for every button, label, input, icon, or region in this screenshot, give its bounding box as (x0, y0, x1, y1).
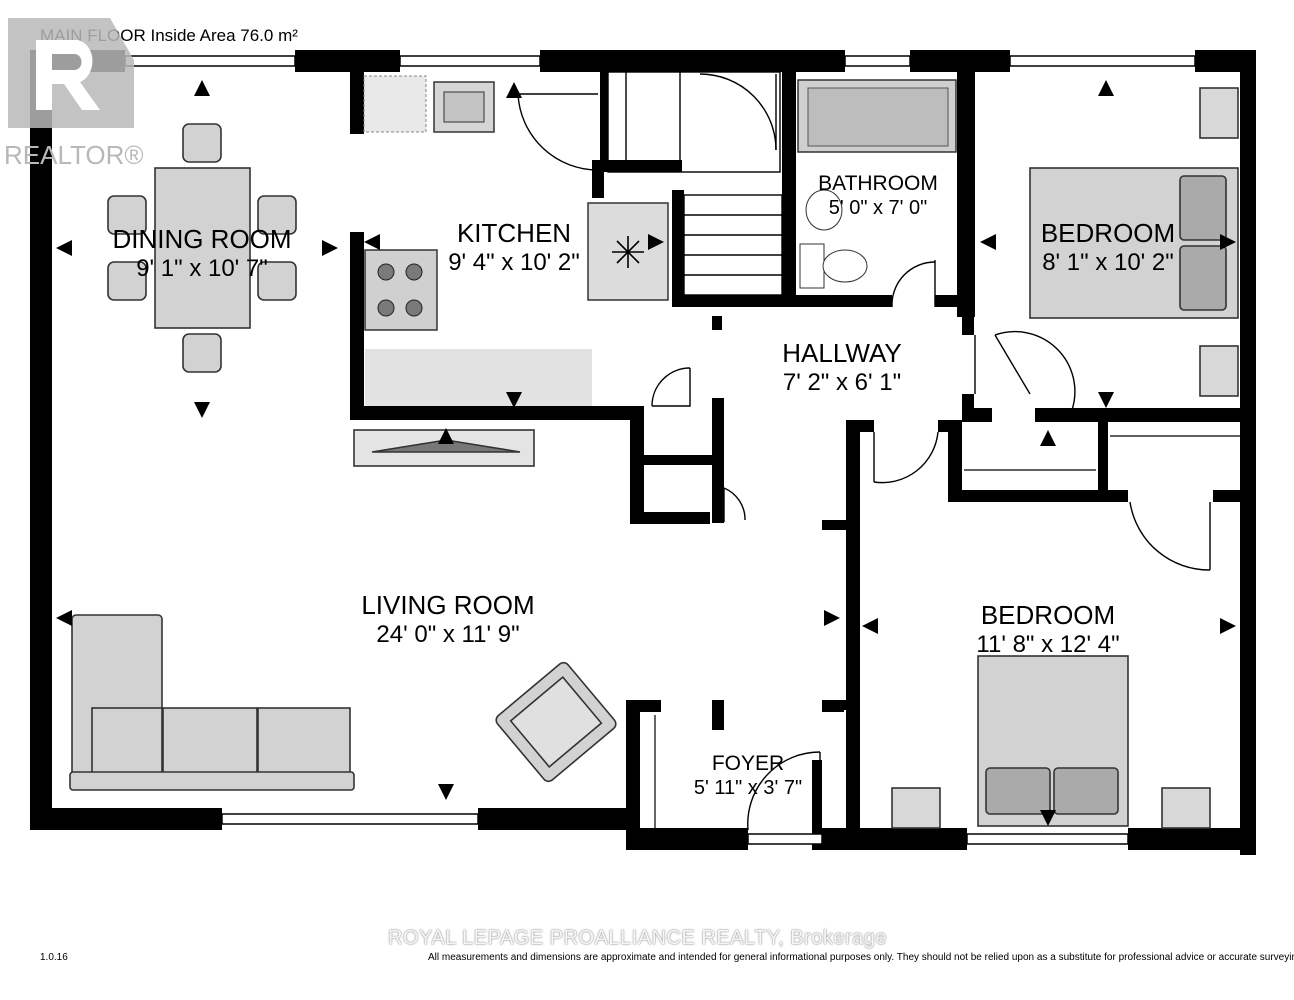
bedroom1-dims: 8' 1" x 10' 2" (1042, 249, 1174, 276)
bathroom-name: BATHROOM (818, 172, 938, 195)
realtor-logo-icon (8, 18, 134, 128)
realtor-watermark: REALTOR® (4, 140, 144, 170)
room-labels: DINING ROOM 9' 1" x 10' 7" KITCHEN 9' 4"… (112, 172, 1175, 799)
kitchen-name: KITCHEN (457, 218, 571, 248)
closet-rods (654, 435, 1252, 828)
kitchen-fixtures (363, 75, 669, 406)
dimension-arrow-icon (56, 80, 1236, 826)
living-furniture (69, 429, 617, 791)
hallway-dims: 7' 2" x 6' 1" (783, 369, 901, 396)
snowflake-icon (612, 236, 644, 268)
bathroom-fixtures (797, 79, 957, 289)
bathroom-dims: 5' 0" x 7' 0" (829, 197, 928, 219)
foyer-dims: 5' 11" x 3' 7" (694, 777, 802, 799)
walls (30, 50, 1256, 855)
living-room-dims: 24' 0" x 11' 9" (376, 621, 519, 648)
dining-room-name: DINING ROOM (112, 224, 291, 254)
foyer-name: FOYER (712, 752, 784, 775)
bedroom1-furniture (1029, 87, 1239, 397)
kitchen-dims: 9' 4" x 10' 2" (448, 249, 580, 276)
disclaimer: All measurements and dimensions are appr… (428, 952, 1294, 963)
doors (517, 73, 1211, 831)
bedroom2-furniture (891, 655, 1211, 829)
bedroom1-name: BEDROOM (1041, 218, 1175, 248)
hallway-name: HALLWAY (782, 338, 901, 368)
bedroom2-name: BEDROOM (981, 600, 1115, 630)
brokerage-watermark: ROYAL LEPAGE PROALLIANCE REALTY, Brokera… (388, 927, 887, 949)
stairs (607, 71, 783, 296)
dining-set (107, 123, 297, 373)
dining-room-dims: 9' 1" x 10' 7" (136, 255, 268, 282)
living-room-name: LIVING ROOM (361, 590, 534, 620)
bedroom2-dims: 11' 8" x 12' 4" (976, 631, 1119, 658)
version-label: 1.0.16 (40, 952, 68, 963)
windows (124, 55, 1196, 845)
